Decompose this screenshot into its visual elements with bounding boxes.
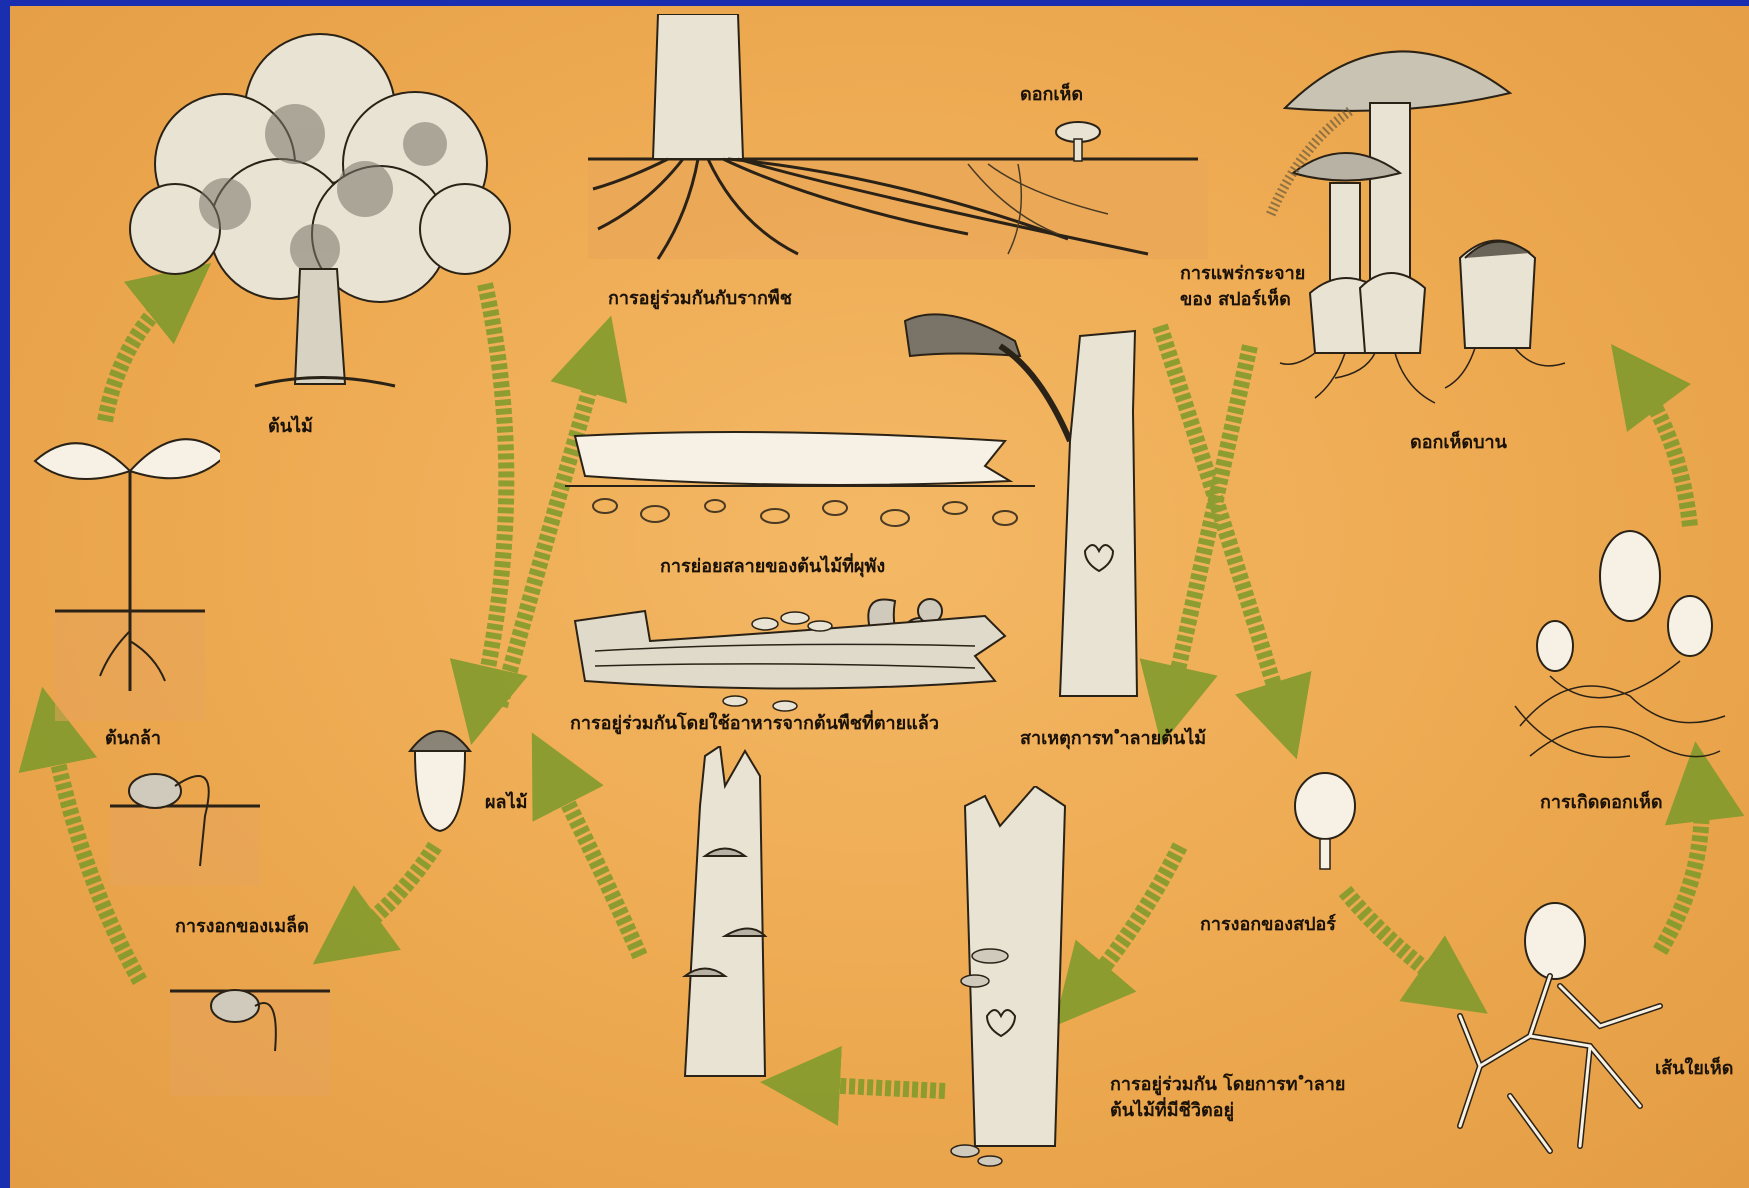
arrow-spore-to-mycelium (1345, 891, 1455, 991)
label-mycorrhiza: การอยู่ร่วมกันกับรากพืช (608, 286, 792, 312)
saprophytic-log-icon (555, 596, 1015, 721)
label-mushroom-formation: การเกิดดอกเห็ด (1540, 790, 1663, 816)
mushroom-formation-icon (1510, 526, 1735, 776)
label-parasitic-line1: การอยู่ร่วมกัน โดยการท ำลาย (1110, 1072, 1345, 1098)
mycelium-icon (1440, 896, 1670, 1161)
label-spore-spread-line1: การแพร่กระจาย (1180, 261, 1305, 287)
acorn-icon (400, 716, 480, 836)
diagram-canvas: ต้นไม้ ดอกเห็ด การอยู่ร่วมกันกับรากพืช ก… (10, 6, 1749, 1188)
label-tree-death-cause: สาเหตุการท ำลายต้นไม้ (1020, 726, 1206, 752)
germinating-seed-icon (110, 746, 260, 886)
arrow-parasitic-to-stump (800, 1084, 945, 1091)
spore-icon (1290, 771, 1370, 891)
label-tree: ต้นไม้ (268, 414, 313, 440)
label-mycelium: เส้นใยเห็ด (1655, 1056, 1734, 1082)
mycorrhiza-icon (588, 14, 1208, 279)
arrow-stump-to-saprophytic (550, 768, 640, 956)
label-saprophytic: การอยู่ร่วมกันโดยใช้อาหารจากต้นพืชที่ตาย… (570, 711, 939, 737)
decaying-log-icon (565, 426, 1045, 546)
germinating-seed-icon-2 (170, 971, 330, 1096)
arrow-fruit-to-germination (345, 846, 435, 941)
label-seed-germination: การงอกของเมล็ด (175, 914, 309, 940)
label-mushroom-bloom: ดอกเห็ดบาน (1410, 430, 1507, 456)
arrow-formation-to-bloom (1635, 376, 1690, 526)
bracket-stump-icon (665, 746, 815, 1086)
label-spore-germination: การงอกของสปอร์ (1200, 912, 1336, 938)
label-spore-spread-line2: ของ สปอร์เห็ด (1180, 287, 1305, 313)
label-mushroom: ดอกเห็ด (1020, 82, 1083, 108)
seedling-icon (30, 431, 220, 721)
label-parasitic: การอยู่ร่วมกัน โดยการท ำลาย ต้นไม้ที่มีช… (1110, 1072, 1345, 1124)
label-seedling: ต้นกล้า (105, 726, 161, 752)
spore-spray-icon (1260, 106, 1360, 226)
label-fruit: ผลไม้ (485, 790, 528, 816)
label-spore-spread: การแพร่กระจาย ของ สปอร์เห็ด (1180, 261, 1305, 313)
label-parasitic-line2: ต้นไม้ที่มีชีวิตอยู่ (1110, 1098, 1345, 1124)
label-fallen-decay: การย่อยสลายของต้นไม้ที่ผุพัง (660, 554, 885, 580)
oak-tree-icon (105, 14, 535, 399)
parasitic-tree-icon (945, 786, 1105, 1186)
